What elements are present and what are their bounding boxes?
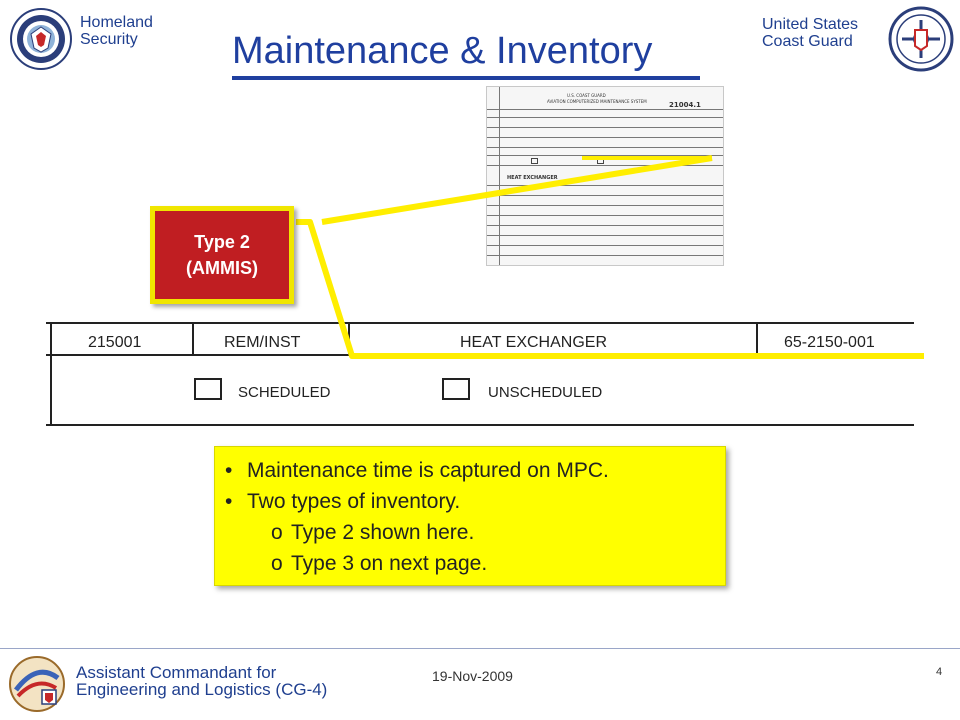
footer-org: Assistant Commandant for Engineering and… (76, 664, 406, 698)
form-thumbnail: U.S. COAST GUARD AVIATION COMPUTERIZED M… (486, 86, 724, 266)
type-2-callout: Type 2 (AMMIS) (150, 206, 294, 304)
callout-line: (AMMIS) (186, 258, 258, 278)
page-title: Maintenance & Inventory (232, 30, 653, 72)
footer-org-line: Engineering and Logistics (CG-4) (76, 680, 328, 699)
scheduled-checkbox (194, 378, 222, 400)
cg4-seal-icon (9, 656, 65, 712)
dhs-seal-icon (10, 8, 72, 70)
unscheduled-checkbox (442, 378, 470, 400)
org-line: Homeland (80, 14, 153, 31)
bullet-item: Two types of inventory. (215, 486, 725, 517)
callout-line: Type 2 (194, 232, 250, 252)
bullet-item: Maintenance time is captured on MPC. (215, 455, 725, 486)
form-strip: 215001 REM/INST HEAT EXCHANGER 65-2150-0… (46, 318, 914, 426)
org-line: United States (762, 16, 859, 33)
homeland-security-label: Homeland Security (80, 14, 190, 48)
footer-org-line: Assistant Commandant for (76, 663, 277, 682)
footer-divider (0, 648, 960, 649)
form-cell: 65-2150-001 (784, 334, 875, 351)
thumb-org: U.S. COAST GUARD (567, 93, 606, 98)
title-underline (232, 76, 700, 80)
footer-date: 19-Nov-2009 (432, 668, 513, 684)
page-number: 4 (936, 666, 943, 678)
sub-bullet-item: Type 2 shown here. (215, 517, 725, 548)
thumb-form-number: 21004.1 (669, 101, 701, 109)
scheduled-label: SCHEDULED (238, 384, 331, 401)
org-line: Coast Guard (762, 33, 853, 50)
thumb-system: AVIATION COMPUTERIZED MAINTENANCE SYSTEM (547, 99, 647, 104)
sub-bullet-item: Type 3 on next page. (215, 548, 725, 579)
coast-guard-label: United States Coast Guard (762, 16, 882, 50)
form-cell: HEAT EXCHANGER (460, 334, 607, 351)
org-line: Security (80, 31, 138, 48)
thumb-item-label: HEAT EXCHANGER (507, 175, 558, 181)
form-cell: 215001 (88, 334, 142, 351)
bullet-box: Maintenance time is captured on MPC. Two… (214, 446, 726, 586)
uscg-seal-icon (888, 6, 954, 72)
unscheduled-label: UNSCHEDULED (488, 384, 603, 401)
form-cell: REM/INST (224, 334, 301, 351)
